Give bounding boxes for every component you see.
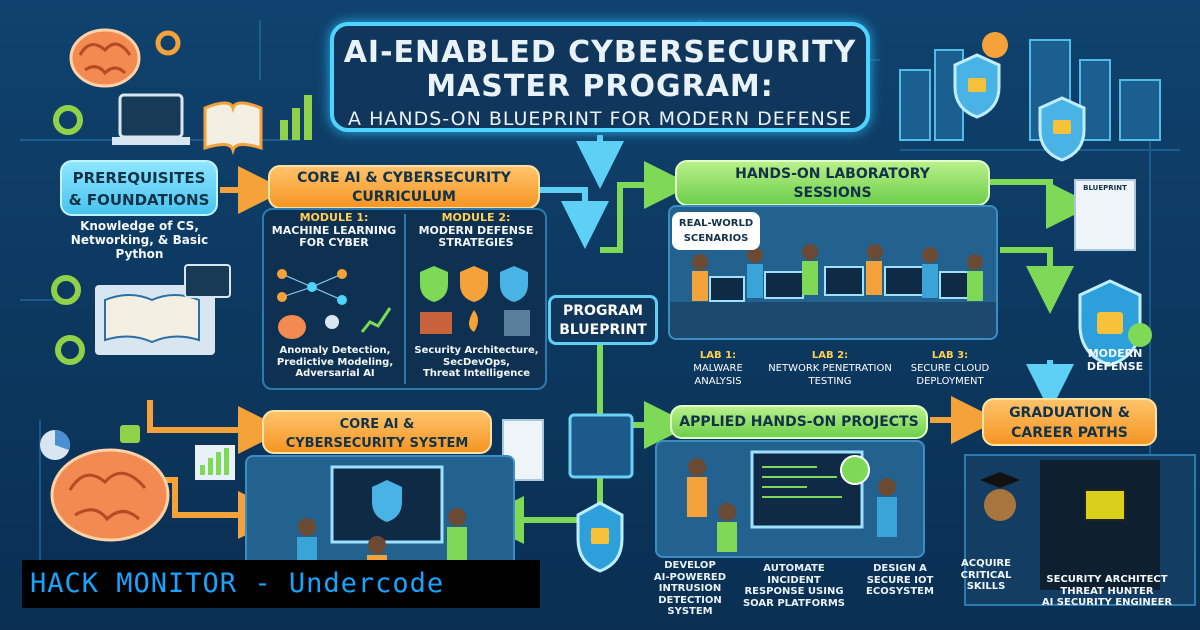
prerequisites-text-line1: Knowledge of CS, [80, 219, 199, 233]
module2-title-line2: STRATEGIES [438, 236, 514, 250]
module2-title-line1: MODERN DEFENSE [418, 223, 534, 237]
prerequisites-text: Knowledge of CS, Networking, & Basic Pyt… [52, 219, 227, 261]
projects-scene-illustration [655, 440, 925, 558]
real-world-callout: REAL-WORLD SCENARIOS [672, 212, 760, 250]
module1-desc-line3: Adversarial AI [295, 368, 375, 379]
graduation-heading-line2: CAREER PATHS [1011, 425, 1128, 441]
project3-line1: DESIGN A [873, 563, 927, 574]
callout-line2: SCENARIOS [683, 233, 749, 244]
project1-line3: INTRUSION [658, 583, 722, 594]
project1-line1: DEVELOP [664, 560, 716, 571]
labs-heading-line1: HANDS-ON LABORATORY [735, 166, 930, 182]
skills-line2: CRITICAL [960, 569, 1012, 581]
project1: DEVELOP AI-POWERED INTRUSION DETECTION S… [640, 560, 740, 618]
lab3: LAB 3: SECURE CLOUD DEPLOYMENT [900, 350, 1000, 388]
role-security-architect: SECURITY ARCHITECT [1046, 574, 1168, 585]
labs-heading: HANDS-ON LABORATORY SESSIONS [675, 160, 990, 206]
core-system-heading-line2: CYBERSECURITY SYSTEM [285, 436, 469, 451]
lab1-label: LAB 1: [699, 350, 737, 361]
title-line2: MASTER PROGRAM: [426, 69, 774, 104]
module1-desc-line1: Anomaly Detection, [279, 345, 391, 356]
module2-desc-line2: SecDevOps, [443, 356, 510, 368]
program-blueprint-line1: PROGRAM [563, 303, 643, 319]
lab2: LAB 2: NETWORK PENETRATION TESTING [755, 350, 905, 388]
title-line1: AI-ENABLED CYBERSECURITY [343, 35, 857, 70]
graduation-heading: GRADUATION & CAREER PATHS [982, 398, 1157, 446]
acquire-skills: ACQUIRE CRITICAL SKILLS [955, 558, 1017, 593]
lab3-line2: DEPLOYMENT [916, 375, 984, 387]
modern-defense-line2: DEFENSE [1086, 359, 1144, 373]
project3-line2: SECURE IOT [866, 574, 934, 586]
subtitle: A HANDS-ON BLUEPRINT FOR MODERN DEFENSE [348, 108, 852, 130]
prerequisites-heading-line1: PREREQUISITES [72, 169, 206, 187]
graduation-heading-line1: GRADUATION & [1009, 405, 1130, 421]
project2: AUTOMATE INCIDENT RESPONSE USING SOAR PL… [738, 563, 850, 609]
module-divider [404, 214, 406, 384]
hack-monitor-watermark: HACK MONITOR - Undercode [22, 560, 540, 608]
prerequisites-text-line2: Networking, & Basic [70, 232, 209, 247]
module1-desc-line2: Predictive Modeling, [276, 356, 394, 368]
project2-line1: AUTOMATE [763, 563, 825, 574]
curriculum-heading-line1: CORE AI & CYBERSECURITY [297, 170, 511, 186]
callout-line1: REAL-WORLD [678, 218, 754, 229]
module2-desc-line3: Threat Intelligence [422, 368, 531, 379]
project3: DESIGN A SECURE IOT ECOSYSTEM [850, 563, 950, 598]
curriculum-heading: CORE AI & CYBERSECURITY CURRICULUM [268, 165, 540, 209]
role-threat-hunter: THREAT HUNTER [1060, 585, 1154, 597]
project2-line2: INCIDENT [767, 574, 821, 586]
module2-desc-line1: Security Architecture, [414, 345, 539, 356]
project3-line3: ECOSYSTEM [866, 586, 934, 597]
module1-title-line1: MACHINE LEARNING [271, 223, 397, 237]
modern-defense-label: MODERN DEFENSE [1070, 347, 1160, 373]
lab1-line1: MALWARE [693, 362, 743, 374]
lab3-line1: SECURE CLOUD [910, 362, 990, 374]
prerequisites-text-line3: Python [115, 246, 164, 261]
module1-title-line2: FOR CYBER [299, 236, 369, 250]
lab-scene-illustration [668, 205, 998, 340]
neural-network-icon [277, 269, 392, 339]
skills-line3: SKILLS [966, 581, 1006, 592]
lab1-line2: ANALYSIS [694, 375, 742, 387]
module1-description: Anomaly Detection, Predictive Modeling, … [264, 345, 406, 380]
program-blueprint: PROGRAM BLUEPRINT [548, 295, 658, 345]
career-roles: SECURITY ARCHITECT THREAT HUNTER AI SECU… [1022, 574, 1192, 609]
prerequisites-heading-line2: & FOUNDATIONS [68, 191, 210, 209]
prerequisites-heading: PREREQUISITES & FOUNDATIONS [60, 160, 218, 216]
project1-line2: AI-POWERED [653, 571, 727, 583]
lab2-line1: NETWORK PENETRATION [768, 362, 892, 374]
lab2-line2: TESTING [808, 375, 852, 387]
projects-heading: APPLIED HANDS-ON PROJECTS [670, 405, 928, 439]
project2-line4: SOAR PLATFORMS [742, 597, 846, 609]
role-ai-security-engineer: AI SECURITY ENGINEER [1041, 597, 1173, 608]
module2-label: MODULE 2: [441, 211, 511, 224]
project1-line5: SYSTEM [667, 606, 713, 617]
core-system-heading-line1: CORE AI & [339, 417, 415, 432]
title-banner: AI-ENABLED CYBERSECURITY MASTER PROGRAM:… [330, 22, 870, 132]
modern-defense-line1: MODERN [1087, 347, 1143, 360]
lab2-label: LAB 2: [811, 350, 849, 361]
module1-label: MODULE 1: [299, 211, 369, 224]
project1-line4: DETECTION [658, 594, 722, 606]
lab1: LAB 1: MALWARE ANALYSIS [668, 350, 768, 388]
skills-line1: ACQUIRE [961, 558, 1011, 569]
labs-heading-line2: SESSIONS [793, 185, 872, 201]
module2-description: Security Architecture, SecDevOps, Threat… [404, 345, 549, 380]
project2-line3: RESPONSE USING [744, 586, 844, 597]
module2: MODULE 2: MODERN DEFENSE STRATEGIES [406, 211, 546, 250]
blueprint-doc-label: BLUEPRINT [1083, 184, 1127, 192]
module1: MODULE 1: MACHINE LEARNING FOR CYBER [264, 211, 404, 250]
program-blueprint-line2: BLUEPRINT [559, 322, 647, 338]
curriculum-heading-line2: CURRICULUM [352, 189, 456, 205]
brain-icon [69, 28, 141, 88]
lab3-label: LAB 3: [931, 350, 969, 361]
core-system-heading: CORE AI & CYBERSECURITY SYSTEM [262, 410, 492, 454]
defense-icons [420, 266, 530, 336]
